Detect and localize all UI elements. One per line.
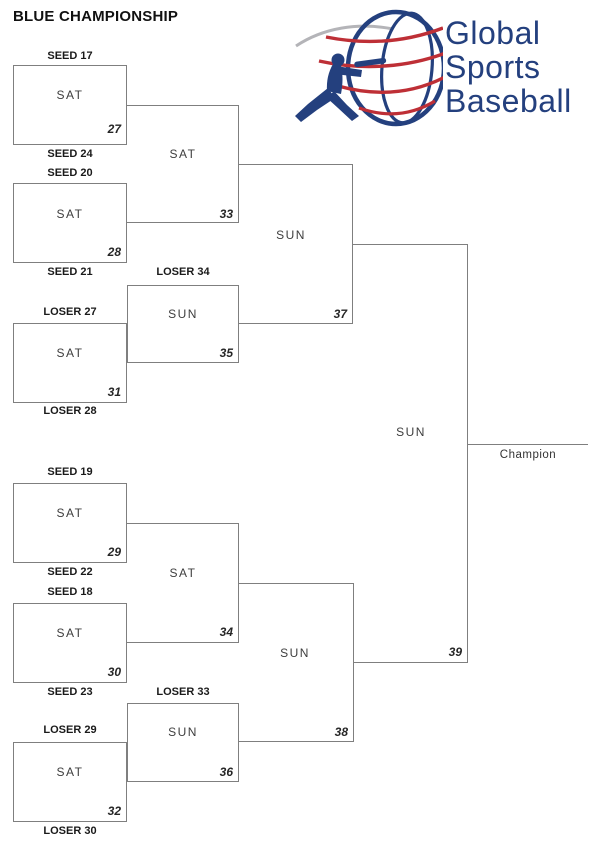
entry-seed-20: SEED 20: [47, 167, 93, 179]
game-34-number: 34: [219, 625, 233, 639]
logo-word-sports: Sports: [445, 49, 541, 85]
game-35-box: [127, 285, 239, 363]
entry-seed-17: SEED 17: [47, 50, 93, 62]
game-27-box: [13, 65, 127, 145]
game-33-day: SAT: [169, 147, 197, 161]
entry-seed-18: SEED 18: [47, 586, 93, 598]
game-27-number: 27: [107, 122, 121, 136]
game-35-number: 35: [219, 346, 233, 360]
logo-wordmark: Global Sports Baseball: [445, 16, 572, 118]
entry-seed-21: SEED 21: [47, 266, 93, 278]
game-31-number: 31: [107, 385, 121, 399]
game-39-number: 39: [448, 645, 462, 659]
game-38-number: 38: [334, 725, 348, 739]
logo-word-global: Global: [445, 15, 541, 51]
entry-seed-23: SEED 23: [47, 686, 93, 698]
game-32-day: SAT: [56, 765, 84, 779]
game-33-box: [127, 105, 239, 223]
game-37-box: [239, 164, 353, 324]
entry-loser-30: LOSER 30: [43, 825, 97, 837]
game-38-box: [239, 583, 354, 742]
game-36-box: [127, 703, 239, 782]
entry-loser-33: LOSER 33: [156, 686, 210, 698]
game-33-number: 33: [219, 207, 233, 221]
game-37-day: SUN: [276, 228, 306, 242]
game-30-number: 30: [107, 665, 121, 679]
game-36-day: SUN: [168, 725, 198, 739]
logo-art: [295, 9, 443, 127]
game-28-day: SAT: [56, 207, 84, 221]
swoosh-icon: [295, 24, 394, 48]
page-title: BLUE CHAMPIONSHIP: [13, 8, 179, 25]
game-34-box: [127, 523, 239, 643]
game-29-number: 29: [107, 545, 121, 559]
entry-loser-34: LOSER 34: [156, 266, 210, 278]
game-30-day: SAT: [56, 626, 84, 640]
game-35-day: SUN: [168, 307, 198, 321]
entry-seed-24: SEED 24: [47, 148, 93, 160]
game-27-day: SAT: [56, 88, 84, 102]
champion-line: [468, 444, 588, 445]
game-29-box: [13, 483, 127, 563]
entry-loser-27: LOSER 27: [43, 306, 97, 318]
game-32-number: 32: [107, 804, 121, 818]
game-34-day: SAT: [169, 566, 197, 580]
baseball-player-icon: [295, 53, 387, 122]
game-31-day: SAT: [56, 346, 84, 360]
game-39-box: [353, 244, 468, 663]
game-28-box: [13, 183, 127, 263]
game-37-number: 37: [333, 307, 347, 321]
entry-seed-22: SEED 22: [47, 566, 93, 578]
logo-word-baseball: Baseball: [445, 83, 572, 119]
game-29-day: SAT: [56, 506, 84, 520]
game-30-box: [13, 603, 127, 683]
game-32-box: [13, 742, 127, 822]
entry-loser-28: LOSER 28: [43, 405, 97, 417]
entry-loser-29: LOSER 29: [43, 724, 97, 736]
champion-label: Champion: [499, 449, 557, 461]
game-31-box: [13, 323, 127, 403]
global-sports-baseball-logo: Global Sports Baseball: [288, 4, 598, 134]
game-38-day: SUN: [280, 646, 310, 660]
game-36-number: 36: [219, 765, 233, 779]
game-28-number: 28: [107, 245, 121, 259]
game-39-day: SUN: [396, 425, 426, 439]
entry-seed-19: SEED 19: [47, 466, 93, 478]
